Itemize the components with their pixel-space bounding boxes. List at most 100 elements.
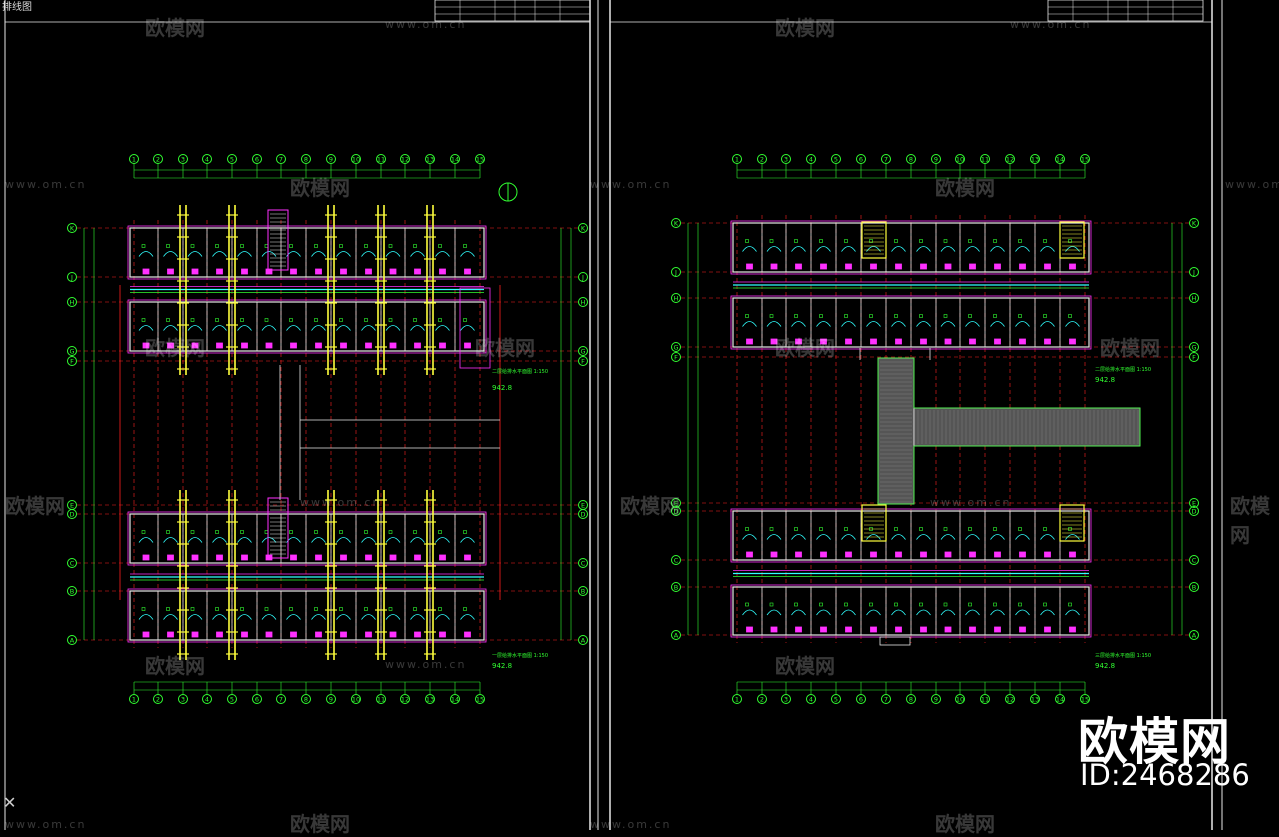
right-fixture-box bbox=[746, 551, 753, 558]
left-col-bubble-bottom bbox=[301, 694, 311, 704]
left-fixture-box bbox=[142, 631, 150, 638]
right-valve-mark bbox=[844, 239, 848, 243]
title-block bbox=[434, 0, 591, 22]
left-valve-mark bbox=[413, 530, 417, 534]
left-fixture-arc bbox=[187, 614, 203, 620]
left-fixture-box bbox=[167, 631, 174, 638]
right-valve-mark bbox=[745, 602, 749, 607]
right-col-bubble-top bbox=[781, 154, 791, 164]
left-fixture-arc bbox=[237, 325, 252, 331]
right-fixture-arc bbox=[1015, 609, 1030, 616]
left-wing-outline bbox=[127, 299, 487, 354]
left-valve-mark bbox=[438, 530, 442, 534]
left-fixture-box bbox=[464, 554, 471, 561]
right-fixture-box bbox=[770, 551, 778, 558]
axis-label: 9 bbox=[329, 156, 333, 164]
right-col-bubble-top bbox=[906, 154, 916, 164]
axis-label: D bbox=[69, 511, 74, 519]
right-fixture-arc bbox=[742, 321, 757, 327]
left-fixture-box bbox=[414, 631, 421, 638]
right-row-bubble-right bbox=[1189, 293, 1199, 303]
right-fixture-arc bbox=[866, 534, 881, 540]
left-fixture-arc bbox=[336, 325, 351, 331]
left-valve-mark bbox=[438, 244, 442, 248]
left-fixture-box bbox=[414, 268, 421, 275]
watermark-brand: 欧模网 bbox=[290, 176, 350, 200]
left-fixture-arc bbox=[212, 537, 227, 543]
right-fixture-box bbox=[944, 263, 952, 270]
left-fixture-box bbox=[365, 631, 372, 638]
right-fixture-arc bbox=[990, 534, 1005, 540]
left-fixture-arc bbox=[361, 325, 376, 331]
right-fixture-arc bbox=[916, 609, 931, 616]
axis-label: 13 bbox=[1031, 156, 1039, 164]
right-valve-mark bbox=[894, 314, 898, 318]
right-fixture-arc bbox=[791, 321, 806, 327]
right-col-bubble-top bbox=[1055, 154, 1065, 164]
left-fixture-box bbox=[464, 342, 471, 349]
left-row-bubble-right bbox=[578, 223, 588, 233]
right-fixture-arc bbox=[791, 534, 806, 540]
axis-label: 6 bbox=[859, 156, 863, 164]
left-fixture-box bbox=[389, 554, 397, 561]
right-col-bubble-bottom bbox=[806, 694, 816, 704]
watermark-brand: 欧模网 bbox=[145, 654, 205, 678]
right-fixture-arc bbox=[1040, 534, 1055, 540]
close-icon[interactable]: ✕ bbox=[3, 793, 17, 812]
right-col-bubble-bottom bbox=[831, 694, 841, 704]
right-fixture-box bbox=[820, 626, 827, 633]
right-valve-mark bbox=[844, 527, 848, 531]
watermark-brand: 欧模网 bbox=[775, 654, 835, 678]
right-fixture-box bbox=[994, 626, 1001, 633]
right-corridor-outline bbox=[877, 357, 1141, 505]
right-fixture-arc bbox=[990, 321, 1005, 327]
left-fixture-arc bbox=[336, 251, 351, 257]
right-fixture-arc bbox=[990, 609, 1005, 616]
left-fixture-arc bbox=[460, 537, 475, 543]
left-fixture-box bbox=[216, 342, 223, 349]
right-fixture-box bbox=[969, 626, 976, 633]
axis-label: 7 bbox=[884, 696, 888, 704]
right-fixture-box bbox=[795, 551, 802, 558]
watermark-url: www.om.cn bbox=[1010, 18, 1092, 31]
left-row-bubble-left bbox=[67, 223, 77, 233]
left-valve-mark bbox=[215, 244, 219, 248]
right-fixture-arc bbox=[965, 609, 980, 616]
left-fixture-box bbox=[191, 631, 199, 638]
axis-label: F bbox=[70, 358, 74, 366]
left-fixture-arc bbox=[435, 614, 450, 620]
right-row-bubble-right bbox=[1189, 352, 1199, 362]
axis-label: D bbox=[1191, 508, 1196, 516]
right-col-bubble-bottom bbox=[980, 694, 990, 704]
right-valve-mark bbox=[819, 527, 823, 531]
axis-label: 12 bbox=[401, 696, 409, 704]
right-col-bubble-bottom bbox=[781, 694, 791, 704]
right-fixture-arc bbox=[916, 246, 931, 252]
left-fixture-box bbox=[241, 631, 248, 638]
left-valve-mark bbox=[289, 318, 293, 322]
watermark-url: www.om.cn bbox=[385, 658, 467, 671]
axis-label: A bbox=[70, 637, 75, 645]
axis-label: 15 bbox=[476, 696, 484, 704]
axis-label: H bbox=[581, 299, 586, 307]
left-fixture-arc bbox=[336, 614, 351, 620]
watermark-brand: 欧模网 bbox=[775, 16, 835, 40]
right-fixture-arc bbox=[1065, 321, 1080, 327]
left-fixture-box bbox=[216, 554, 223, 561]
axis-label: 11 bbox=[377, 156, 385, 164]
axis-label: 9 bbox=[329, 696, 333, 704]
left-bottom-plan-title: 一层给排水平面图 1:150 bbox=[492, 653, 549, 659]
right-valve-mark bbox=[993, 527, 997, 531]
title-block bbox=[1047, 0, 1204, 22]
right-fixture-box bbox=[770, 626, 778, 633]
right-col-bubble-top bbox=[980, 154, 990, 164]
left-row-bubble-left bbox=[67, 558, 77, 568]
left-valve-mark bbox=[339, 318, 343, 322]
axis-label: J bbox=[70, 274, 73, 282]
watermark-brand: 欧模网 bbox=[935, 176, 995, 200]
axis-label: 7 bbox=[279, 156, 283, 164]
right-fixture-box bbox=[845, 626, 852, 633]
left-fixture-arc bbox=[163, 614, 178, 620]
left-fixture-arc bbox=[187, 537, 203, 543]
